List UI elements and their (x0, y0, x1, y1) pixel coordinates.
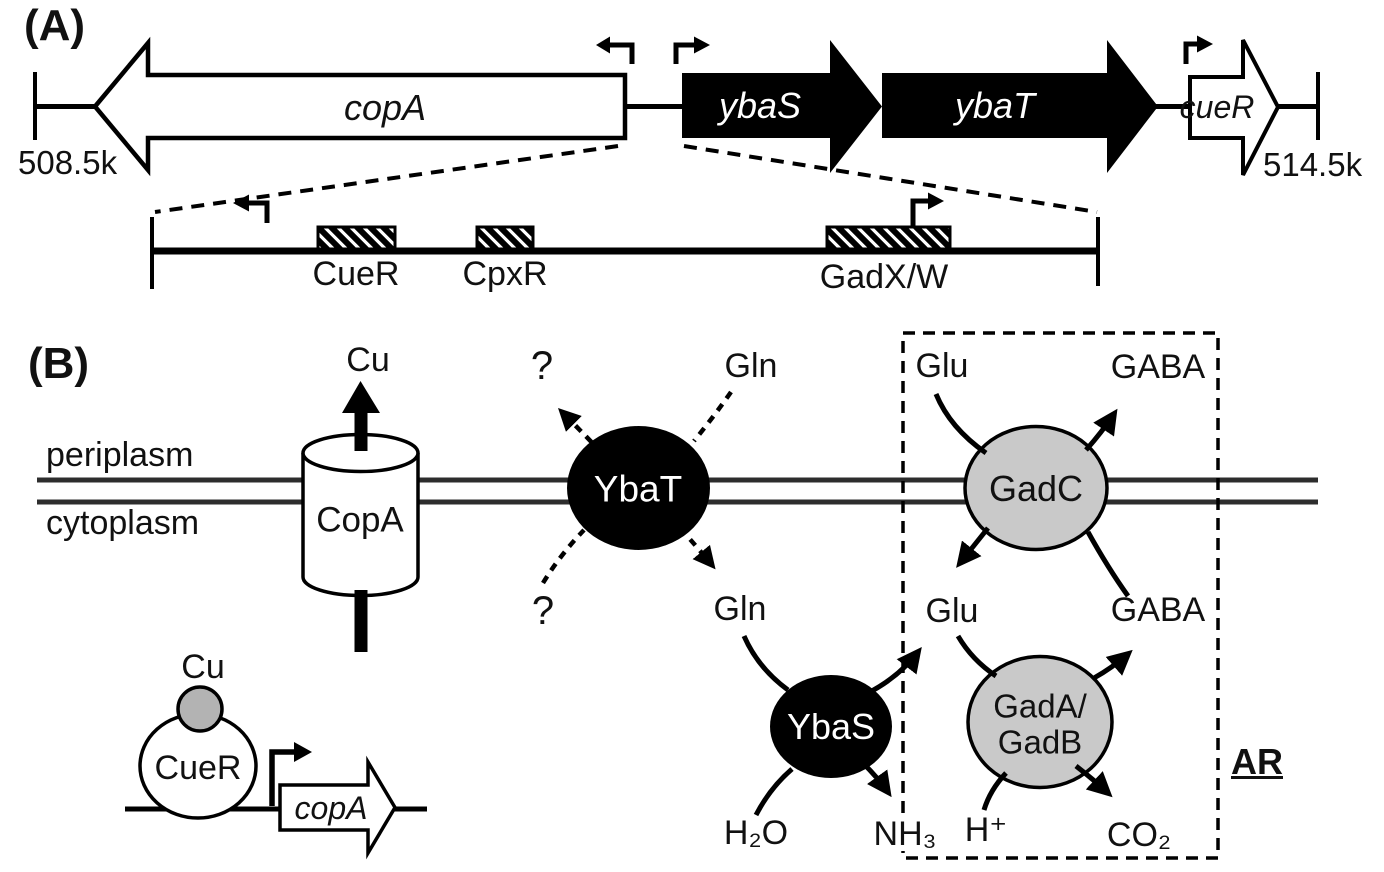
protein-label-ybat: YbaT (593, 468, 683, 510)
genome-baseline (33, 72, 1320, 140)
metabolite-glu-periplasm: Glu (915, 347, 969, 385)
gene-label-copA: copA (343, 87, 427, 128)
coordinate-right: 514.5k (1263, 146, 1363, 183)
promoter-arrow-ybaS-zoom (910, 192, 944, 226)
coordinate-left: 508.5k (18, 144, 118, 181)
promoter-arrow-copA-zoom (233, 194, 270, 223)
metabolite-hplus: H⁺ (964, 811, 1008, 849)
compartment-cytoplasm: cytoplasm (46, 504, 200, 542)
compartment-periplasm: periplasm (46, 436, 194, 474)
gada-gaba-product-arrow (1092, 649, 1133, 681)
metabolite-gln-cytoplasm: Gln (713, 590, 767, 628)
promoter-arrow-ybaS (673, 36, 710, 64)
ybas-nh3-product-arrow (860, 760, 892, 798)
protein-label-gadb: GadB (997, 723, 1083, 761)
protein-label-ybas: YbaS (786, 706, 876, 747)
metabolite-question-bottom: ? (531, 589, 555, 633)
gene-map (33, 35, 1320, 289)
gadc-gaba-export-arrow (1084, 408, 1118, 452)
gene-arrow-ybaT (882, 40, 1158, 173)
cu-ion-circle (176, 685, 224, 733)
ybat-unknown-export-arrow (558, 408, 604, 455)
metabolite-co2: CO₂ (1106, 816, 1172, 854)
model-diagram (37, 331, 1318, 860)
gene-label-copa-small: copA (294, 790, 368, 826)
gada-co2-product-arrow (1074, 764, 1113, 798)
ybat-gln-uptake-curve (692, 390, 733, 443)
binding-site-CueR (316, 225, 397, 251)
metabolite-cu-bottom: Cu (181, 648, 225, 686)
promoter-arrow-copA (596, 36, 635, 64)
metabolite-question-top: ? (530, 344, 554, 388)
protein-label-copa: CopA (316, 500, 404, 540)
metabolite-cu-top: Cu (346, 341, 390, 379)
metabolite-nh3: NH₃ (871, 815, 939, 853)
gadc-antiporter (933, 393, 1131, 598)
zoom-connector-lines (154, 144, 1098, 214)
glu-into-gadc-curve (933, 393, 988, 456)
gene-label-cueR: cueR (1179, 89, 1255, 125)
metabolite-gln-periplasm: Gln (724, 347, 778, 385)
gene-arrow-copa-small (278, 755, 398, 860)
ybas-glu-product-arrow (864, 647, 922, 697)
metabolite-glu-cytoplasm: Glu (925, 592, 979, 630)
copa-transporter (301, 381, 420, 652)
metabolite-gaba-periplasm: GABA (1110, 348, 1206, 386)
gene-label-ybaS: ybaS (718, 85, 802, 126)
protein-label-cuer: CueR (154, 749, 242, 787)
gene-label-ybaT: ybaT (954, 85, 1036, 126)
binding-site-GadXW (825, 225, 952, 251)
hplus-into-gada-curve (981, 771, 1008, 811)
cuer-activation-cartoon (125, 685, 427, 860)
promoter-region-line (150, 217, 1100, 289)
metabolite-h2o: H₂O (723, 814, 789, 852)
gln-into-ybas-curve (741, 634, 790, 693)
site-label-cpxr: CpxR (462, 255, 548, 293)
gene-arrow-ybaS (682, 40, 882, 173)
gene-arrow-copA (92, 36, 628, 177)
copa-cytoplasmic-stalk (354, 590, 368, 652)
protein-label-gadc: GadC (988, 468, 1084, 509)
site-label-cuer: CueR (312, 255, 400, 293)
gada-gadb-decarboxylase (955, 634, 1133, 811)
protein-label-gada: GadA/ (993, 687, 1087, 725)
cu-export-arrow (342, 381, 380, 451)
panel-b-label: (B) (28, 339, 90, 388)
gadc-glu-import-arrow (956, 526, 990, 568)
ybat-transporter (541, 390, 733, 585)
binding-site-CpxR (475, 225, 535, 251)
panel-a-label: (A) (24, 1, 86, 50)
metabolite-gaba-cytoplasm: GABA (1110, 591, 1206, 629)
promoter-arrow-copa-cartoon (269, 742, 312, 806)
h2o-into-ybas-curve (753, 767, 794, 817)
ybas-glutaminase (741, 634, 922, 817)
promoter-arrow-cueR (1183, 35, 1213, 64)
site-label-gadxw: GadX/W (819, 258, 949, 296)
acid-resistance-label: AR (1231, 741, 1283, 782)
ybat-gln-import-arrow (678, 526, 716, 570)
ybat-unknown-uptake-curve (541, 528, 586, 585)
gene-arrow-cueR (1188, 39, 1281, 176)
gaba-into-gadc-curve (1085, 530, 1131, 598)
glu-into-gada-curve (955, 634, 998, 679)
